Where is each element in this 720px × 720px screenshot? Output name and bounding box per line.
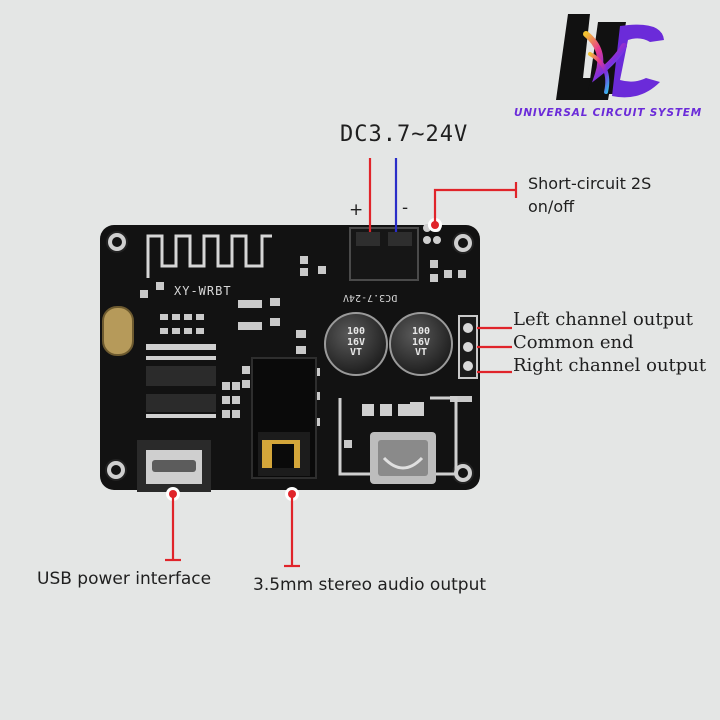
left-channel-label: Left channel output xyxy=(513,309,693,330)
positive-terminal-label: + xyxy=(349,200,364,220)
usb-connector xyxy=(137,440,211,492)
capacitor-2-label: 100 16V VT xyxy=(411,326,431,358)
short-circuit-label: Short-circuit 2S xyxy=(528,174,652,193)
board-voltage-silkscreen: DC3.7-24V xyxy=(343,292,398,303)
power-input-label: DC3.7~24V xyxy=(340,122,469,147)
crystal-oscillator xyxy=(102,306,134,356)
main-ic-chip xyxy=(146,344,216,418)
wires xyxy=(165,158,518,568)
power-terminal xyxy=(349,227,419,281)
antenna-trace xyxy=(146,234,272,278)
brand-logo-icon xyxy=(556,14,664,100)
electrolytic-capacitor-2 xyxy=(389,312,453,376)
output-header-pins xyxy=(458,315,478,379)
electrolytic-capacitor-1 xyxy=(324,312,388,376)
short-circuit-onoff-label: on/off xyxy=(528,197,575,216)
capacitor-1-label: 100 16V VT xyxy=(346,326,366,358)
inductor-block xyxy=(338,396,458,484)
board-model-silkscreen: XY-WRBT xyxy=(174,284,232,298)
brand-name: UNIVERSAL CIRCUIT SYSTEM xyxy=(514,107,703,119)
right-channel-label: Right channel output xyxy=(513,355,707,376)
audio-jack xyxy=(251,357,317,479)
usb-power-label: USB power interface xyxy=(37,569,212,589)
negative-terminal-label: - xyxy=(402,198,409,218)
common-end-label: Common end xyxy=(513,332,634,353)
audio-output-label: 3.5mm stereo audio output xyxy=(253,575,487,595)
